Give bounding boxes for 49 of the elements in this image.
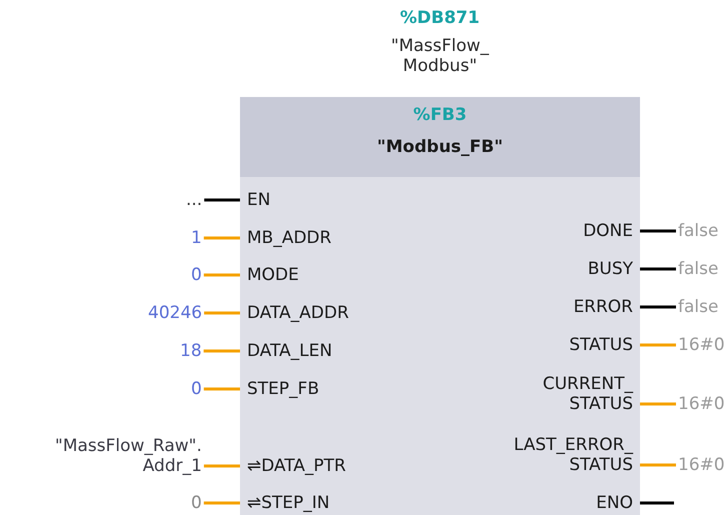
pin-label: EN bbox=[240, 190, 270, 210]
pin-label: ⇌STEP_IN bbox=[240, 493, 330, 513]
pin-label: ⇌DATA_PTR bbox=[240, 456, 346, 476]
connection-wire bbox=[640, 306, 676, 308]
parameter-value: 16#0 bbox=[678, 335, 725, 355]
pin-label: MB_ADDR bbox=[240, 228, 332, 248]
pin-label: STEP_FB bbox=[240, 379, 320, 399]
pin-label: DATA_LEN bbox=[240, 341, 332, 361]
parameter-value: false bbox=[678, 259, 718, 279]
connection-wire bbox=[640, 268, 676, 270]
connection-wire bbox=[640, 464, 676, 466]
parameter-value: 1 bbox=[191, 228, 202, 248]
connection-wire bbox=[204, 274, 240, 276]
pin-label: DONE bbox=[583, 221, 640, 241]
connection-wire bbox=[204, 464, 240, 468]
parameter-value: 16#0 bbox=[678, 394, 725, 414]
connection-wire bbox=[640, 502, 674, 504]
parameter-value: 0 bbox=[191, 265, 202, 285]
pin-label: BUSY bbox=[588, 259, 640, 279]
connection-wire bbox=[640, 402, 676, 406]
block-name: "Modbus_FB" bbox=[377, 137, 503, 157]
connection-wire bbox=[204, 312, 240, 314]
connection-wire bbox=[204, 388, 240, 390]
pin-label: CURRENT_ STATUS bbox=[542, 374, 640, 414]
connection-wire bbox=[640, 344, 676, 346]
parameter-value: 0 bbox=[191, 379, 202, 399]
pin-label: STATUS bbox=[569, 335, 640, 355]
parameter-value: "MassFlow_Raw". Addr_1 bbox=[55, 436, 202, 476]
connection-wire bbox=[204, 236, 240, 240]
parameter-value: ... bbox=[186, 190, 202, 210]
connection-wire bbox=[640, 230, 676, 232]
parameter-value: 16#0 bbox=[678, 455, 725, 475]
parameter-value: false bbox=[678, 297, 718, 317]
instance-number: %DB871 bbox=[400, 8, 480, 28]
connection-wire bbox=[204, 502, 240, 504]
parameter-value: 0 bbox=[191, 493, 202, 513]
pin-label: LAST_ERROR_ STATUS bbox=[514, 435, 640, 475]
block-number: %FB3 bbox=[413, 105, 467, 125]
parameter-value: false bbox=[678, 221, 718, 241]
function-block bbox=[240, 97, 640, 515]
instance-name: "MassFlow_ Modbus" bbox=[391, 36, 489, 76]
pin-label: ERROR bbox=[573, 297, 640, 317]
pin-label: MODE bbox=[240, 265, 299, 285]
parameter-value: 40246 bbox=[148, 303, 202, 323]
parameter-value: 18 bbox=[180, 341, 202, 361]
connection-wire bbox=[204, 350, 240, 352]
pin-label: ENO bbox=[596, 493, 640, 513]
pin-label: DATA_ADDR bbox=[240, 303, 349, 323]
connection-wire bbox=[204, 198, 240, 202]
